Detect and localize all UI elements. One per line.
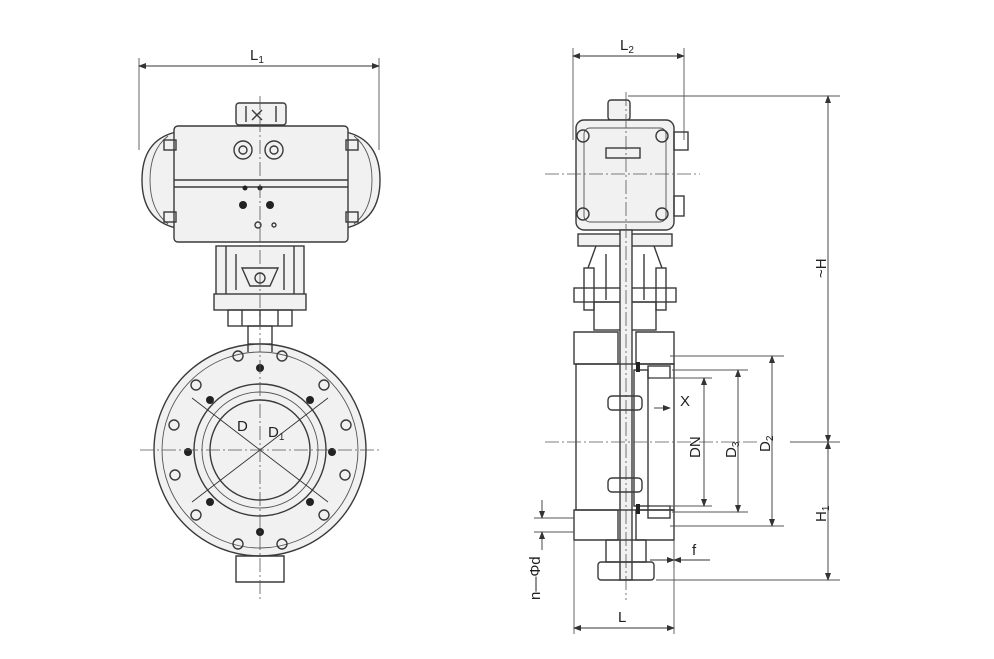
valve-body-side [545,331,760,581]
svg-text:DN: DN [687,436,704,458]
label-d1: D1 [268,424,285,443]
svg-text:L1: L1 [250,47,264,66]
pneumatic-actuator [141,102,381,345]
actuator-side [545,99,700,247]
svg-text:L2: L2 [620,37,634,56]
side-view: L2 [527,37,840,634]
svg-text:H1: H1 [813,505,832,522]
svg-text:f: f [692,542,697,559]
svg-text:n—Φd: n—Φd [527,556,544,600]
svg-text:L: L [618,609,626,626]
dimension-l1: L1 [138,47,380,150]
svg-text:D2: D2 [757,435,776,452]
dimension-l: L [573,540,675,634]
label-d: D [237,418,248,435]
valve-flange [140,96,380,600]
dimension-nd: n—Φd [527,500,574,600]
dimension-f: f [650,540,710,568]
dimension-l2: L2 [572,37,685,140]
svg-text:X: X [680,393,690,410]
dimension-x: X [654,393,690,411]
front-view: L1 [138,47,381,600]
dimension-d2-d3-dn: D2 D3 DN [650,355,784,527]
svg-text:D3: D3 [723,441,742,458]
dimension-h: ~H H1 [628,95,840,581]
svg-text:~H: ~H [813,258,830,278]
